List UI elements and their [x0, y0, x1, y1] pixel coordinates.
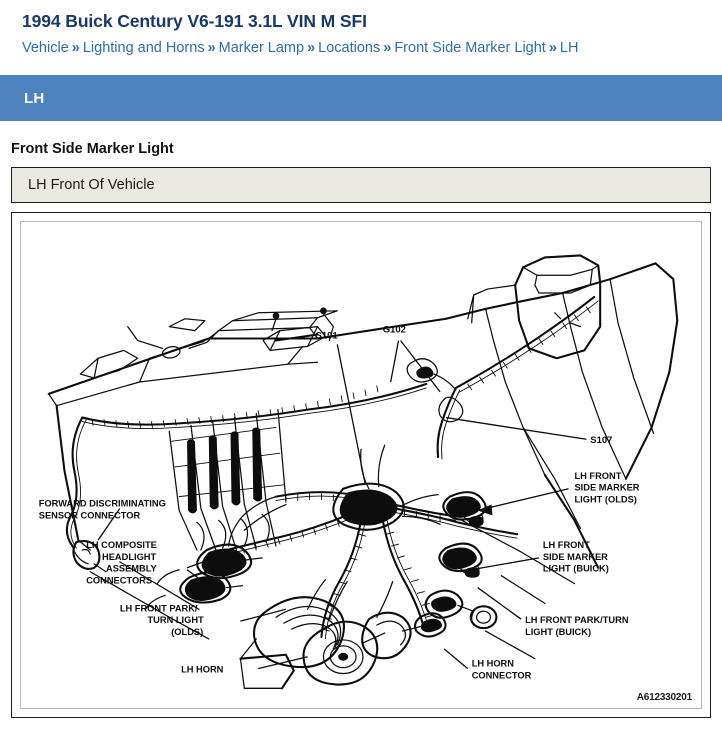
svg-text:LH FRONT PARK/TURN: LH FRONT PARK/TURN: [525, 615, 629, 625]
figure-caption-box: LH Front Of Vehicle: [11, 167, 711, 203]
svg-text:LIGHT (BUICK): LIGHT (BUICK): [525, 627, 591, 637]
callout-leader-lines: [97, 340, 587, 670]
svg-text:SIDE MARKER: SIDE MARKER: [574, 483, 639, 493]
breadcrumb-item-locations[interactable]: Locations: [318, 40, 381, 56]
svg-text:SENSOR CONNECTOR: SENSOR CONNECTOR: [39, 510, 141, 520]
breadcrumb-separator: »: [307, 40, 316, 56]
figure-canvas: S101 G102 S107 FORWARD DISCRIMINATING SE…: [20, 221, 702, 709]
figure-caption-text: LH Front Of Vehicle: [28, 177, 155, 193]
svg-text:LH FRONT: LH FRONT: [574, 471, 621, 481]
callout-labels: S101 G102 S107 FORWARD DISCRIMINATING SE…: [39, 325, 640, 681]
svg-text:SIDE MARKER: SIDE MARKER: [543, 552, 608, 562]
callout-forward-discriminating-sensor: FORWARD DISCRIMINATING SENSOR CONNECTOR: [39, 499, 166, 521]
svg-text:LH FRONT PARK/: LH FRONT PARK/: [120, 603, 198, 613]
breadcrumb: Vehicle»Lighting and Horns»Marker Lamp»L…: [0, 32, 722, 58]
breadcrumb-separator: »: [71, 40, 80, 56]
breadcrumb-separator: »: [207, 40, 216, 56]
breadcrumb-item-marker-lamp[interactable]: Marker Lamp: [218, 40, 305, 56]
svg-text:TURN LIGHT: TURN LIGHT: [148, 615, 205, 625]
svg-text:HEADLIGHT: HEADLIGHT: [102, 552, 156, 562]
svg-text:FORWARD DISCRIMINATING: FORWARD DISCRIMINATING: [39, 499, 166, 509]
svg-text:LH COMPOSITE: LH COMPOSITE: [86, 540, 157, 550]
horn-and-park-turn: [239, 579, 447, 690]
coolant-reservoir: [467, 254, 602, 360]
figure-frame: S101 G102 S107 FORWARD DISCRIMINATING SE…: [11, 212, 711, 718]
svg-text:LH FRONT: LH FRONT: [543, 540, 590, 550]
component-heading: Front Side Marker Light: [11, 141, 174, 157]
callout-lh-front-park-turn-light-buick: LH FRONT PARK/TURN LIGHT (BUICK): [525, 615, 629, 637]
breadcrumb-separator: »: [548, 40, 557, 56]
callout-g102: G102: [383, 325, 406, 336]
svg-text:LH HORN: LH HORN: [472, 659, 515, 669]
callout-lh-composite-headlight-connectors: LH COMPOSITE HEADLIGHT ASSEMBLY CONNECTO…: [86, 540, 157, 586]
svg-text:(OLDS): (OLDS): [171, 627, 203, 637]
radiator-core: [168, 409, 287, 553]
callout-s107: S107: [590, 435, 612, 446]
section-header-bar: LH: [0, 75, 722, 121]
vehicle-body-outline: [47, 262, 679, 551]
lower-structure-lines: [89, 426, 600, 660]
breadcrumb-item-lighting-and-horns[interactable]: Lighting and Horns: [82, 40, 205, 56]
side-marker-connectors: [424, 491, 498, 630]
callout-lh-front-park-turn-light-olds: LH FRONT PARK/ TURN LIGHT (OLDS): [120, 603, 204, 637]
breadcrumb-item-front-side-marker-light[interactable]: Front Side Marker Light: [394, 40, 546, 56]
wiring-harness-main: [65, 295, 599, 640]
svg-text:CONNECTOR: CONNECTOR: [472, 670, 532, 680]
callout-s101: S101: [316, 330, 338, 341]
callout-lh-front-side-marker-light-buick: LH FRONT SIDE MARKER LIGHT (BUICK): [543, 540, 609, 574]
callout-lh-horn-connector: LH HORN CONNECTOR: [472, 659, 532, 681]
breadcrumb-separator: »: [383, 40, 392, 56]
page-title: 1994 Buick Century V6-191 3.1L VIN M SFI: [22, 11, 367, 31]
wiring-harness-diagram: S101 G102 S107 FORWARD DISCRIMINATING SE…: [39, 254, 679, 690]
svg-text:ASSEMBLY: ASSEMBLY: [106, 564, 158, 574]
breadcrumb-item-vehicle[interactable]: Vehicle: [22, 40, 69, 56]
svg-text:LIGHT (OLDS): LIGHT (OLDS): [574, 495, 636, 505]
svg-text:LIGHT (BUICK): LIGHT (BUICK): [543, 564, 609, 574]
section-header-label: LH: [24, 89, 45, 107]
breadcrumb-item-lh[interactable]: LH: [559, 40, 579, 56]
callout-lh-horn: LH HORN: [181, 665, 224, 675]
harness-tape-ticks: [91, 385, 379, 428]
callout-lh-front-side-marker-light-olds: LH FRONT SIDE MARKER LIGHT (OLDS): [574, 471, 639, 505]
composite-headlight-connectors: [144, 543, 263, 610]
figure-id-label: A612330201: [636, 692, 692, 703]
svg-text:CONNECTORS: CONNECTORS: [86, 576, 152, 586]
